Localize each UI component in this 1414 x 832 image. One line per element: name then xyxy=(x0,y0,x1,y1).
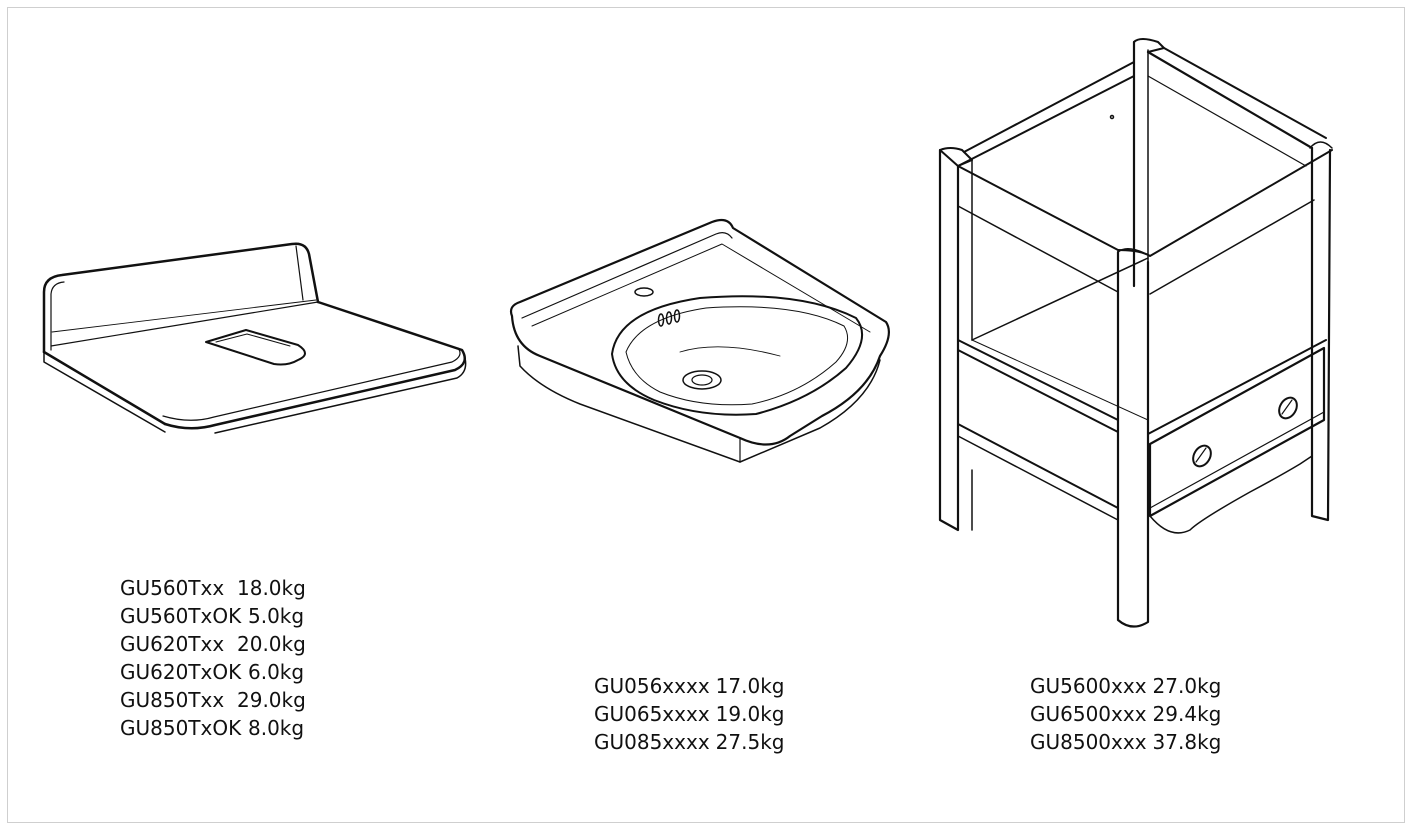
model-weight: 37.8kg xyxy=(1152,730,1222,754)
list-item: GU056xxxx 17.0kg xyxy=(594,672,784,700)
model-weight: 17.0kg xyxy=(715,674,785,698)
list-item: GU620TxOK 6.0kg xyxy=(120,658,306,686)
model-weight: 27.0kg xyxy=(1152,674,1222,698)
list-item: GU620Txx 20.0kg xyxy=(120,630,306,658)
model-weight: 20.0kg xyxy=(237,632,306,656)
model-code: GU560TxOK xyxy=(120,604,242,628)
countertop-drawing xyxy=(42,242,467,434)
model-code: GU620Txx xyxy=(120,632,225,656)
stand-drawing xyxy=(938,38,1333,628)
drawing-sheet xyxy=(7,7,1405,823)
list-item: GU065xxxx 19.0kg xyxy=(594,700,784,728)
list-item: GU560Txx 18.0kg xyxy=(120,574,306,602)
basin-weight-list: GU056xxxx 17.0kg GU065xxxx 19.0kg GU085x… xyxy=(594,672,784,756)
model-code: GU850TxOK xyxy=(120,716,242,740)
model-code: GU5600xxx xyxy=(1030,674,1147,698)
stand-weight-list: GU5600xxx 27.0kg GU6500xxx 29.4kg GU8500… xyxy=(1030,672,1221,756)
model-code: GU8500xxx xyxy=(1030,730,1147,754)
list-item: GU8500xxx 37.8kg xyxy=(1030,728,1221,756)
model-code: GU056xxxx xyxy=(594,674,710,698)
list-item: GU560TxOK 5.0kg xyxy=(120,602,306,630)
list-item: GU085xxxx 27.5kg xyxy=(594,728,784,756)
countertop-weight-list: GU560Txx 18.0kg GU560TxOK 5.0kg GU620Txx… xyxy=(120,574,306,742)
model-code: GU085xxxx xyxy=(594,730,710,754)
model-code: GU560Txx xyxy=(120,576,225,600)
model-weight: 8.0kg xyxy=(248,716,305,740)
list-item: GU850Txx 29.0kg xyxy=(120,686,306,714)
model-weight: 18.0kg xyxy=(237,576,306,600)
list-item: GU850TxOK 8.0kg xyxy=(120,714,306,742)
model-weight: 29.0kg xyxy=(237,688,306,712)
list-item: GU6500xxx 29.4kg xyxy=(1030,700,1221,728)
model-code: GU6500xxx xyxy=(1030,702,1147,726)
basin-drawing xyxy=(509,218,891,463)
model-weight: 6.0kg xyxy=(248,660,305,684)
model-weight: 19.0kg xyxy=(715,702,785,726)
model-weight: 5.0kg xyxy=(248,604,305,628)
model-code: GU620TxOK xyxy=(120,660,242,684)
list-item: GU5600xxx 27.0kg xyxy=(1030,672,1221,700)
model-weight: 27.5kg xyxy=(715,730,785,754)
model-code: GU850Txx xyxy=(120,688,225,712)
model-code: GU065xxxx xyxy=(594,702,710,726)
model-weight: 29.4kg xyxy=(1152,702,1222,726)
